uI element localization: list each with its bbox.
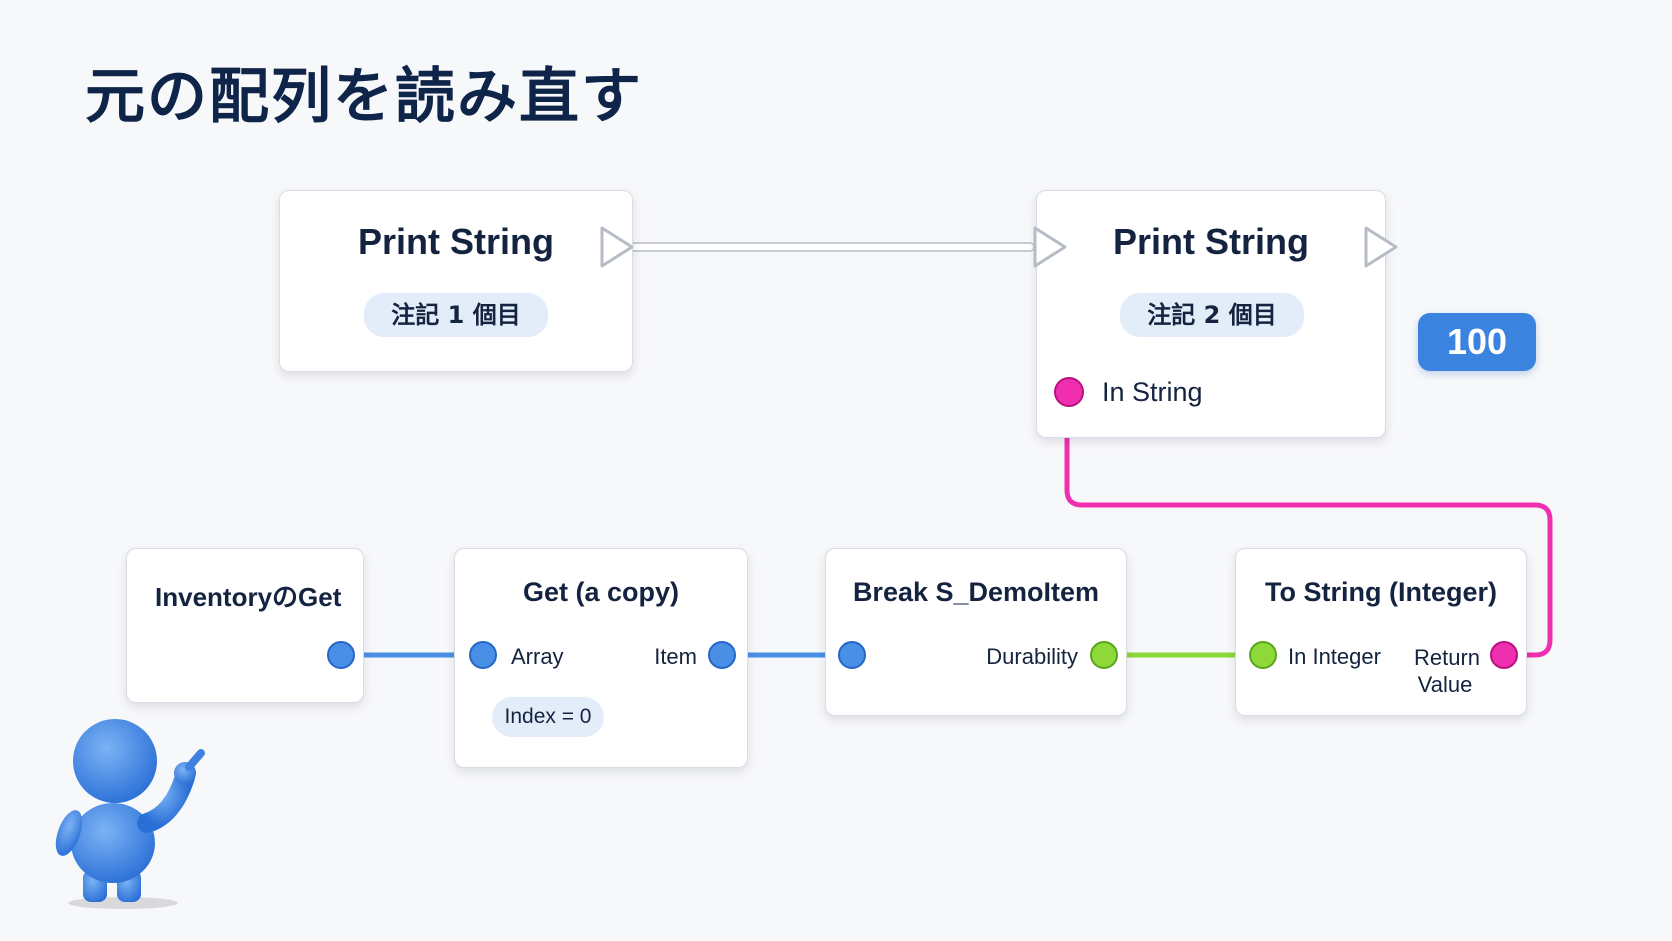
exec-out-arrow-icon[interactable] <box>598 225 638 269</box>
mascot-figure <box>55 719 205 909</box>
node-title: Break S_DemoItem <box>852 577 1100 607</box>
page-title: 元の配列を読み直す <box>85 62 643 132</box>
durability-pin[interactable] <box>1090 641 1118 669</box>
value-badge: 100 <box>1418 313 1536 371</box>
note-chip: 注記 1 個目 <box>364 293 548 337</box>
node-title: Print String <box>358 221 554 262</box>
node-title: Get (a copy) <box>522 577 680 607</box>
exec-out-arrow-icon[interactable] <box>1362 225 1402 269</box>
return-value-pin[interactable] <box>1490 641 1518 669</box>
exec-in-arrow-icon[interactable] <box>1031 225 1071 269</box>
get-copy-node[interactable]: Get (a copy) Array Item Index = 0 <box>454 548 748 768</box>
inventory-get-node[interactable]: InventoryのGet <box>126 548 364 703</box>
inventory-output-pin[interactable] <box>327 641 355 669</box>
to-string-integer-node[interactable]: To String (Integer) In Integer Return Va… <box>1235 548 1527 716</box>
in-integer-label: In Integer <box>1288 644 1381 669</box>
node-title: InventoryのGet <box>155 582 342 612</box>
index-chip[interactable]: Index = 0 <box>492 697 604 737</box>
return-value-label: Return Value <box>1414 645 1481 697</box>
in-string-label: In String <box>1102 377 1203 407</box>
array-pin[interactable] <box>469 641 497 669</box>
item-label: Item <box>654 644 697 669</box>
array-label: Array <box>511 644 564 669</box>
node-title: To String (Integer) <box>1265 577 1497 607</box>
print-string-node-2[interactable]: Print String 注記 2 個目 In String <box>1036 190 1386 438</box>
node-title: Print String <box>1113 221 1309 262</box>
struct-input-pin[interactable] <box>838 641 866 669</box>
break-demo-item-node[interactable]: Break S_DemoItem Durability <box>825 548 1127 716</box>
in-string-pin[interactable] <box>1054 377 1084 407</box>
note-chip: 注記 2 個目 <box>1120 293 1304 337</box>
print-string-node-1[interactable]: Print String 注記 1 個目 <box>279 190 633 372</box>
durability-label: Durability <box>986 644 1078 669</box>
item-pin[interactable] <box>708 641 736 669</box>
in-integer-pin[interactable] <box>1249 641 1277 669</box>
